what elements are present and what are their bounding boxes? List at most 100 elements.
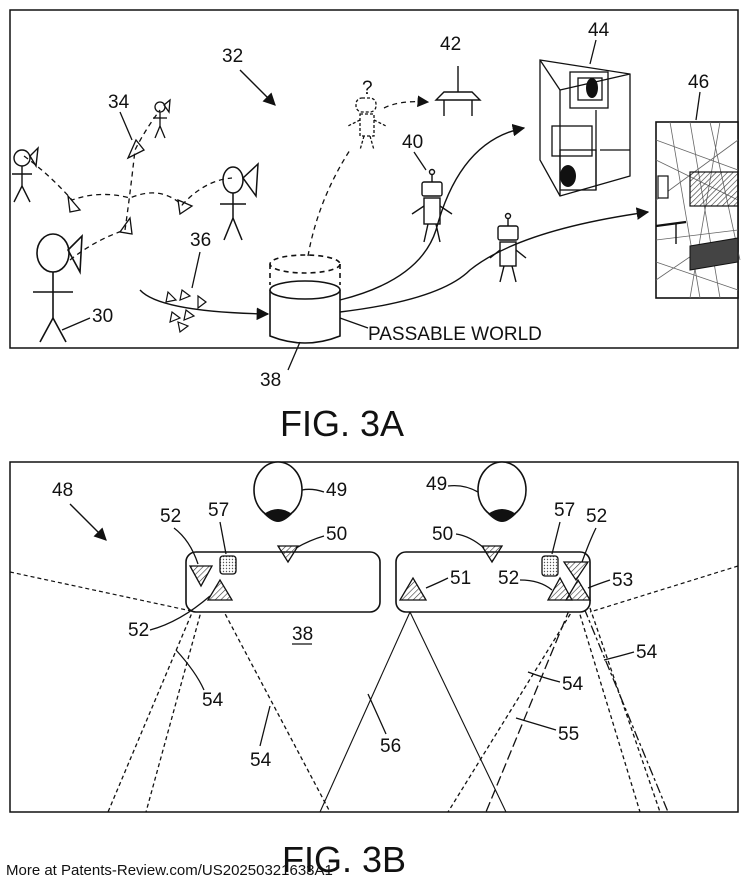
leader-52-right-top	[581, 527, 597, 563]
figure-3b-frame	[9, 461, 739, 813]
camera-trajectory-path	[23, 155, 233, 206]
ref-32: 32	[222, 46, 243, 67]
source-footer: More at Patents-Review.com/US20250321633…	[6, 862, 333, 879]
robot-figure-lower	[489, 212, 527, 283]
arrow-database-to-46	[339, 207, 650, 313]
ref-50-left: 50	[326, 524, 347, 545]
ref-54-d: 54	[636, 642, 658, 663]
leader-55	[515, 717, 557, 731]
leader-36	[191, 251, 201, 289]
left-sensor-frustum	[107, 607, 331, 813]
ref-52-left-top: 52	[160, 506, 181, 527]
user-figure-medium	[220, 162, 259, 241]
dashed-link-to-ghost-robot	[307, 149, 351, 257]
leader-49-right	[447, 484, 479, 493]
user-figure-large	[33, 233, 83, 343]
leader-52-left-bottom	[149, 595, 211, 631]
ref-49-left: 49	[326, 480, 347, 501]
leader-34	[119, 111, 133, 141]
left-device-housing	[185, 551, 381, 613]
leader-49-left	[301, 488, 325, 493]
ref-49-right: 49	[426, 474, 447, 495]
leader-38-a	[287, 341, 301, 371]
right-camera-51	[398, 576, 428, 601]
leader-52-left-top	[173, 527, 199, 565]
ref-52-left-bottom: 52	[128, 620, 149, 641]
right-sensor-frustum	[447, 607, 669, 813]
figure-3a-frame	[9, 9, 739, 349]
leader-passable-world	[339, 317, 369, 329]
left-eye-tracker-50	[276, 545, 300, 564]
leader-44	[589, 39, 597, 65]
camera-trajectory-path-2	[69, 109, 161, 261]
passable-world-label: PASSABLE WORLD	[368, 324, 542, 345]
left-outward-sensor-triangle	[188, 565, 214, 588]
leader-53	[587, 579, 611, 589]
ref-38-fig3a: 38	[260, 370, 281, 391]
ref-52-right-mid: 52	[498, 568, 519, 589]
leader-57-left	[219, 521, 227, 555]
ref-54-b: 54	[250, 750, 272, 771]
leader-54-d	[603, 651, 635, 661]
ref-54-c: 54	[562, 674, 584, 695]
ref-56: 56	[380, 736, 401, 757]
ref-48: 48	[52, 480, 73, 501]
center-camera-line-left	[319, 611, 411, 813]
ref-57-right: 57	[554, 500, 575, 521]
wireframe-room-44	[539, 59, 631, 197]
ref-51: 51	[450, 568, 471, 589]
speaker-cone-lower	[560, 165, 576, 187]
outer-fov-line-right	[589, 565, 739, 613]
ref-34: 34	[108, 92, 130, 113]
rendered-room-46	[655, 121, 741, 299]
right-component-57	[541, 555, 559, 577]
input-arrow-to-database	[139, 289, 270, 321]
leader-51	[425, 577, 449, 589]
ref-30: 30	[92, 306, 113, 327]
user-figure-small-left	[12, 146, 39, 203]
center-camera-line-right	[409, 611, 507, 813]
figure-3b: 48 49 49 50 50 52 57 52 51 57 52 52 53 3…	[9, 461, 739, 880]
leader-56	[367, 693, 387, 735]
leader-40	[413, 151, 427, 171]
right-eye	[477, 461, 527, 522]
leader-46	[695, 91, 701, 121]
camera-frustum-markers	[67, 138, 194, 235]
sensor-input-cluster	[165, 288, 207, 334]
outer-fov-line-left	[9, 571, 197, 613]
ref-38-fig3b: 38	[292, 624, 313, 645]
arrow-database-to-44	[339, 123, 526, 301]
pointer-32	[239, 69, 276, 106]
left-inward-sensor-triangle	[206, 578, 234, 601]
caption-fig-3a: FIG. 3A	[280, 403, 404, 444]
ref-52-right-top: 52	[586, 506, 607, 527]
leader-50-right	[455, 533, 485, 549]
right-eye-tracker-50	[480, 545, 504, 564]
unknown-question-mark: ?	[362, 78, 373, 99]
passable-world-database	[269, 254, 341, 344]
user-figure-tiny	[153, 98, 171, 139]
right-sensor-triangle-53	[564, 578, 592, 601]
ref-53: 53	[612, 570, 633, 591]
ref-36: 36	[190, 230, 211, 251]
unknown-robot-figure	[347, 97, 387, 151]
leader-54-c	[527, 671, 561, 683]
figure-3a: 30 34 32 36 38 PASSABLE WORLD	[9, 9, 741, 444]
ref-55: 55	[558, 724, 579, 745]
right-outward-triangle-top	[562, 561, 590, 582]
leader-54-b	[259, 705, 271, 747]
ref-54-a: 54	[202, 690, 224, 711]
table-object-42	[434, 66, 482, 116]
leader-50-left	[295, 535, 325, 549]
left-component-57	[219, 555, 237, 575]
ref-42: 42	[440, 34, 461, 55]
leader-54-a	[175, 649, 205, 691]
caption-fig-3b: FIG. 3B	[282, 839, 406, 880]
right-sensor-triangle-52	[546, 576, 574, 601]
speaker-cone-upper	[586, 78, 598, 98]
ref-44: 44	[588, 20, 610, 41]
dashed-arrow-to-42	[383, 95, 430, 109]
ref-40: 40	[402, 132, 423, 153]
leader-30	[61, 317, 91, 331]
